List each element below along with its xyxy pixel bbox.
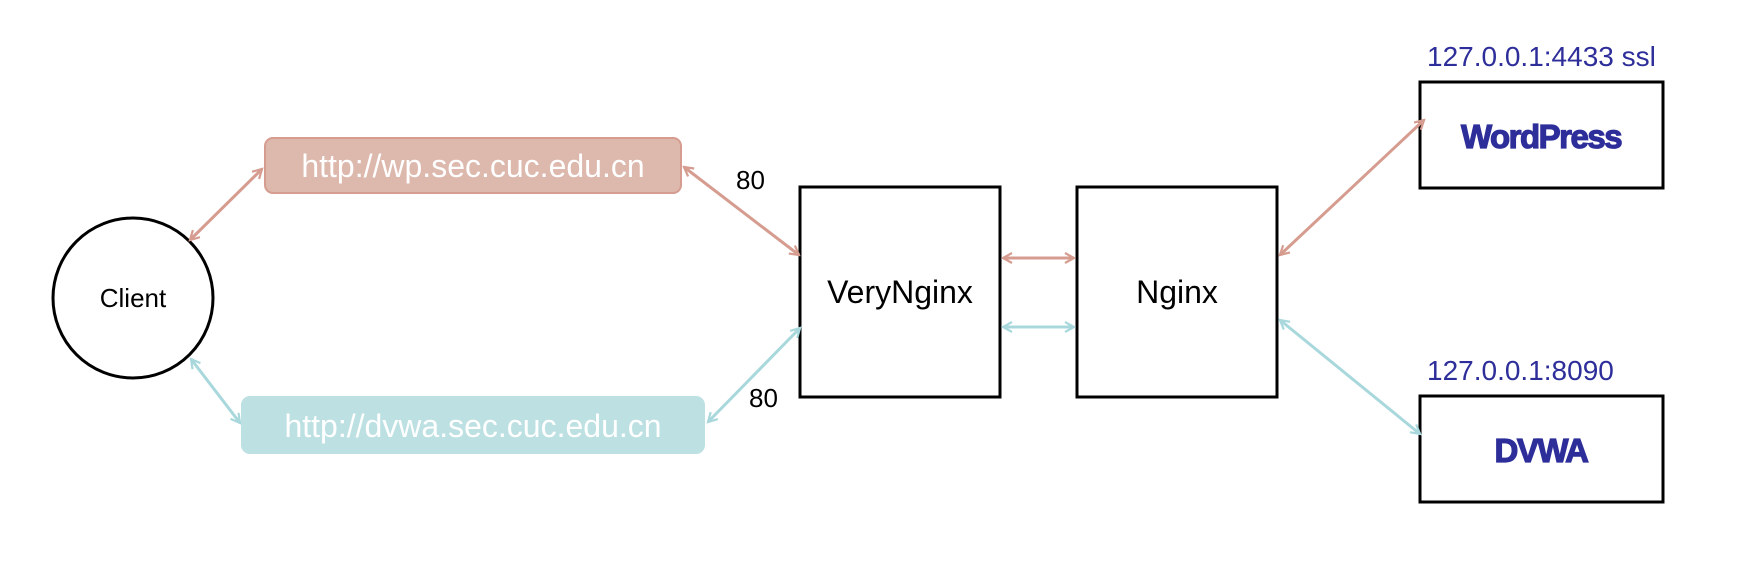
wordpress-label: WordPress [1461,118,1621,155]
nginx-wordpress-arrow [1280,120,1424,255]
wp-url-label: http://wp.sec.cuc.edu.cn [301,148,644,184]
nginx-node: Nginx [1075,185,1279,399]
verynginx-label: VeryNginx [827,274,973,310]
client-dvwa-url-arrow [191,359,240,423]
dvwa-port-label: 80 [749,383,778,413]
nginx-label: Nginx [1136,274,1218,310]
dvwa-url-box: http://dvwa.sec.cuc.edu.cn [241,396,705,454]
wp-url-box: http://wp.sec.cuc.edu.cn [264,137,682,194]
dvwa-label: DVWA [1495,432,1589,469]
wordpress-address: 127.0.0.1:4433 ssl [1427,41,1656,72]
wp-port-label: 80 [736,165,765,195]
wp-url-verynginx-arrow [684,167,799,255]
client-wp-url-arrow [190,169,262,240]
nginx-dvwa-arrow [1280,320,1420,434]
dvwa-address: 127.0.0.1:8090 [1427,355,1614,386]
wordpress-node: 127.0.0.1:4433 ssl WordPress [1418,41,1665,190]
client-node: Client [51,216,215,380]
dvwa-url-label: http://dvwa.sec.cuc.edu.cn [284,408,661,444]
dvwa-url-verynginx-arrow [708,328,800,422]
dvwa-node: 127.0.0.1:8090 DVWA [1418,355,1665,504]
verynginx-node: VeryNginx [798,185,1002,399]
client-label: Client [100,283,167,313]
